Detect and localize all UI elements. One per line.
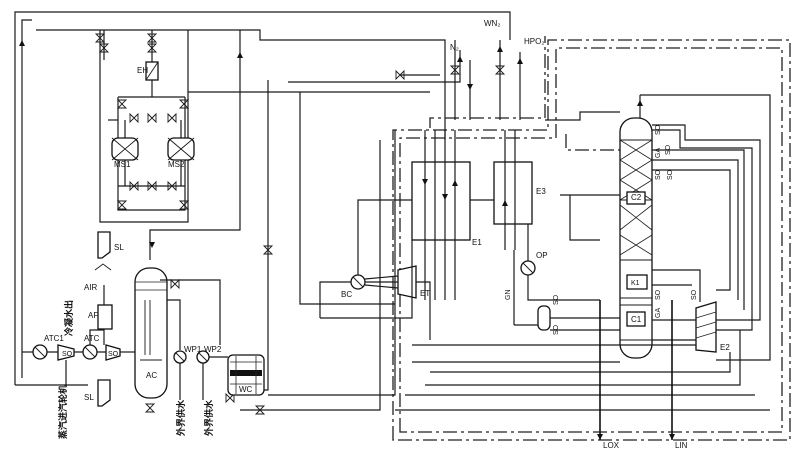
label-so-bottom: SO	[691, 289, 698, 300]
label-n2: N₂	[450, 43, 459, 52]
label-so-c1b: SO	[553, 324, 560, 335]
label-e3: E3	[536, 187, 546, 196]
label-so-top2: SO	[665, 144, 672, 155]
label-op: OP	[536, 251, 548, 260]
filters	[94, 231, 113, 407]
label-e2: E2	[720, 343, 730, 352]
label-ga1: GA	[655, 148, 662, 158]
right-piping	[240, 94, 771, 440]
label-so-top3: SO	[655, 169, 662, 180]
label-so-atc1: SO	[62, 351, 73, 358]
label-so-atc: SO	[108, 351, 119, 358]
label-sl-bottom: SL	[84, 393, 94, 402]
label-ga2: GA	[655, 308, 662, 318]
label-external-water-2: 外界供水	[203, 399, 215, 437]
label-condensate-out: 冷凝水出	[63, 300, 75, 336]
label-ms2: MS2	[168, 160, 185, 169]
label-lin: LIN	[675, 441, 688, 450]
label-so-top4: SO	[667, 169, 674, 180]
water-pumps	[173, 350, 228, 400]
label-eh: EH	[137, 66, 148, 75]
label-atc1: ATC1	[44, 334, 64, 343]
molecular-sieves	[111, 120, 195, 186]
label-k1: K1	[631, 280, 640, 287]
label-ac: AC	[146, 371, 157, 380]
label-steam-turbine: 蒸汽进汽轮机	[57, 385, 69, 439]
label-bc: BC	[341, 290, 352, 299]
label-e1: E1	[472, 238, 482, 247]
label-wc: WC	[239, 385, 253, 394]
label-atc: ATC	[84, 334, 100, 343]
ac-tower	[134, 267, 221, 399]
label-so-top1: SO	[655, 124, 662, 135]
label-so-k1: SO	[655, 289, 662, 300]
distillation-column	[619, 117, 653, 359]
label-et: ET	[420, 289, 430, 298]
labels: WN₂ N₂ HPO₂ EH MS1 MS2 SL AIR AF SL ATC1…	[44, 19, 730, 450]
label-sl-top: SL	[114, 243, 124, 252]
label-external-water-1: 外界供水	[175, 399, 187, 437]
op-pump	[513, 224, 620, 331]
label-wp1: WP1	[184, 345, 202, 354]
label-air: AIR	[84, 283, 98, 292]
e2-subcooler	[695, 301, 717, 353]
valves	[94, 33, 506, 415]
label-wn2: WN₂	[484, 19, 500, 28]
label-lox: LOX	[603, 441, 620, 450]
label-wp2: WP2	[204, 345, 222, 354]
label-hpo2: HPO₂	[524, 37, 544, 46]
label-gn: GN	[505, 290, 512, 301]
cold-box-outline	[392, 36, 791, 441]
turbo-compressors	[22, 329, 135, 385]
flow-arrows	[19, 40, 643, 248]
label-so-c1a: SO	[553, 294, 560, 305]
heat-exchangers	[411, 130, 533, 300]
wc-cooler	[227, 354, 265, 396]
label-af: AF	[88, 311, 98, 320]
label-c2: C2	[631, 193, 642, 202]
label-c1: C1	[631, 315, 642, 324]
eh-heater	[145, 61, 159, 81]
label-ms1: MS1	[114, 160, 131, 169]
